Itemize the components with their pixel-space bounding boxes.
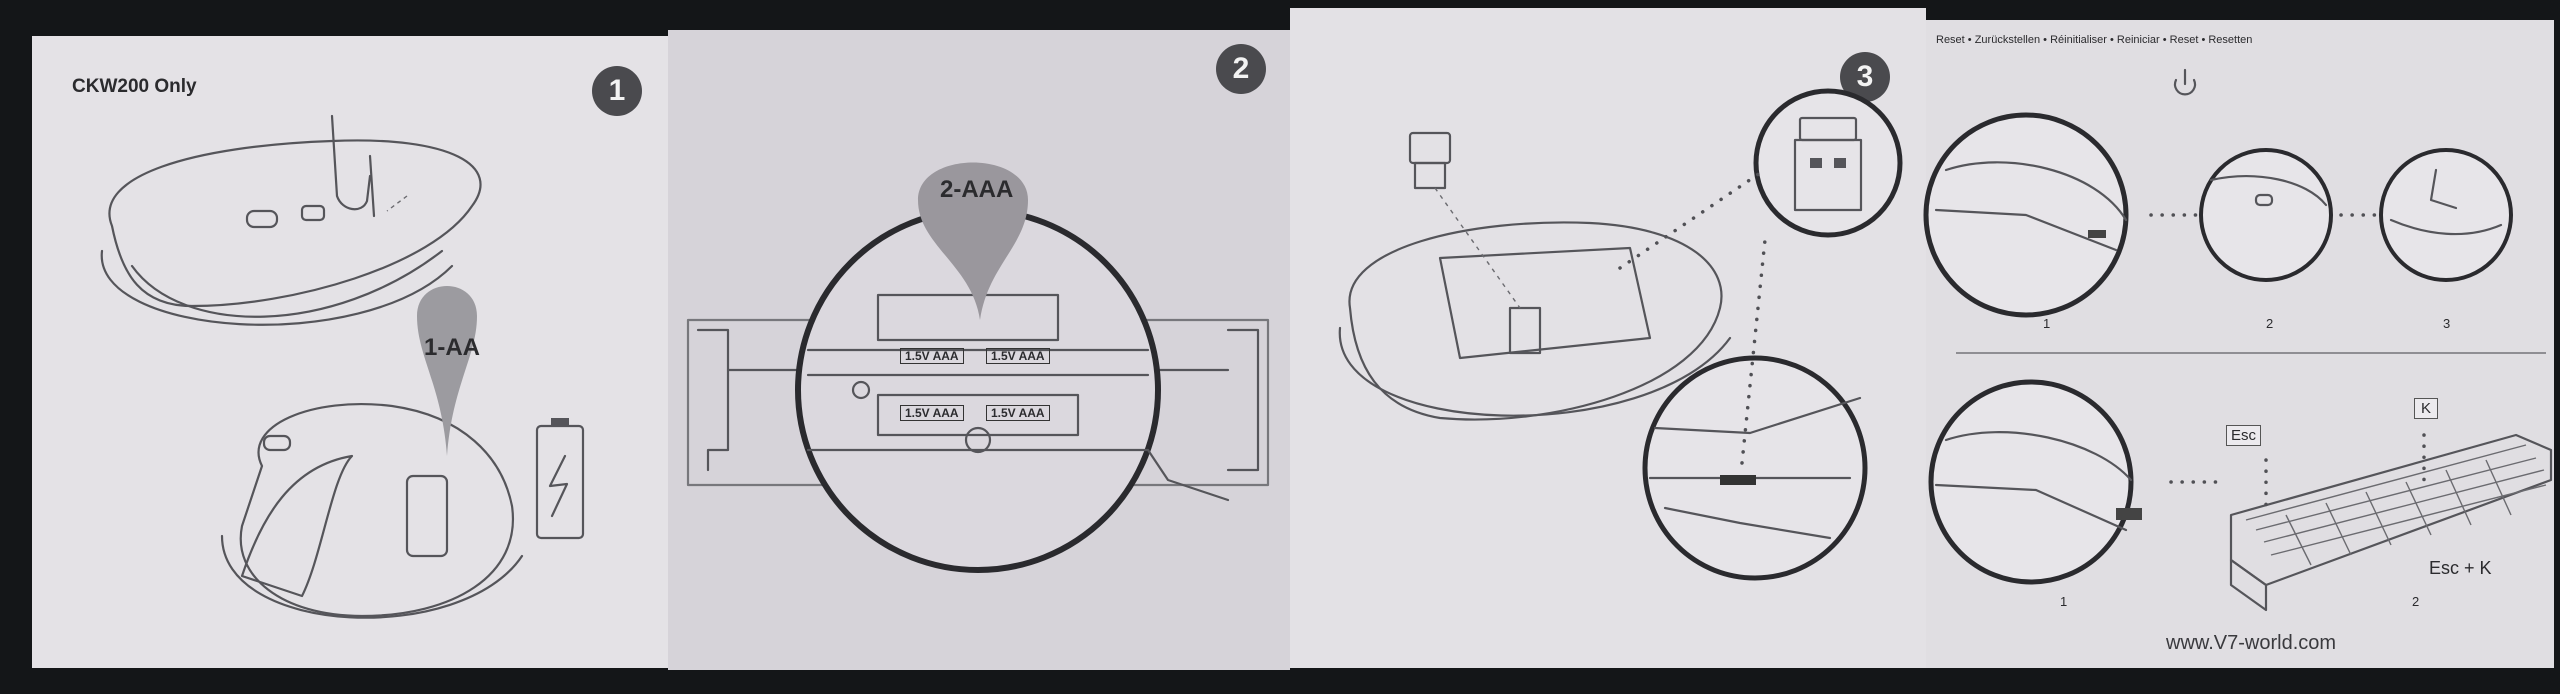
key-combo-label: Esc + K (2429, 558, 2492, 578)
cell-label-4: 1.5V AAA (986, 405, 1050, 421)
battery-count-label-2: 2-AAA (940, 176, 1014, 203)
section-divider (1956, 352, 2546, 354)
panel-step-1: CKW200 Only 1 1-AA (32, 36, 668, 668)
key-esc: Esc (2226, 425, 2262, 446)
battery-charge-icon (535, 418, 585, 540)
bottom-step-2: 2 (2412, 594, 2420, 609)
battery-pin-marker-2 (918, 162, 1028, 320)
top-step-3: 3 (2443, 316, 2451, 331)
reset-bottom-illustration (1928, 379, 2553, 612)
panel-reset: Reset • Zurückstellen • Réinitialiser • … (1923, 20, 2554, 668)
mouse-top-illustration (100, 114, 524, 619)
top-step-2: 2 (2266, 316, 2274, 331)
step-badge-2: 2 (1216, 44, 1266, 94)
power-icon (2173, 68, 2197, 96)
keyboard-battery-illustration (686, 207, 1270, 573)
model-heading: CKW200 Only (72, 76, 197, 97)
top-step-1: 1 (2043, 316, 2051, 331)
battery-pin-marker (417, 286, 477, 456)
panel-step-2: 2 1.5V AAA 1.5V AAA 1.5V AAA 1.5V AAA (668, 30, 1290, 670)
reset-title: Reset • Zurückstellen • Réinitialiser • … (1936, 34, 2253, 46)
mouse-receiver-illustration (1338, 88, 1903, 581)
website-url: www.V7-world.com (2166, 632, 2337, 654)
step-badge-1: 1 (592, 66, 642, 116)
panel-step-3: 3 (1290, 8, 1926, 668)
reset-top-illustration (1923, 112, 2513, 318)
cell-label-1: 1.5V AAA (900, 348, 964, 364)
cell-label-3: 1.5V AAA (900, 405, 964, 421)
battery-count-label: 1-AA (424, 334, 481, 361)
bottom-step-1: 1 (2060, 594, 2068, 609)
key-k: K (2414, 398, 2439, 419)
cell-label-2: 1.5V AAA (986, 348, 1050, 364)
